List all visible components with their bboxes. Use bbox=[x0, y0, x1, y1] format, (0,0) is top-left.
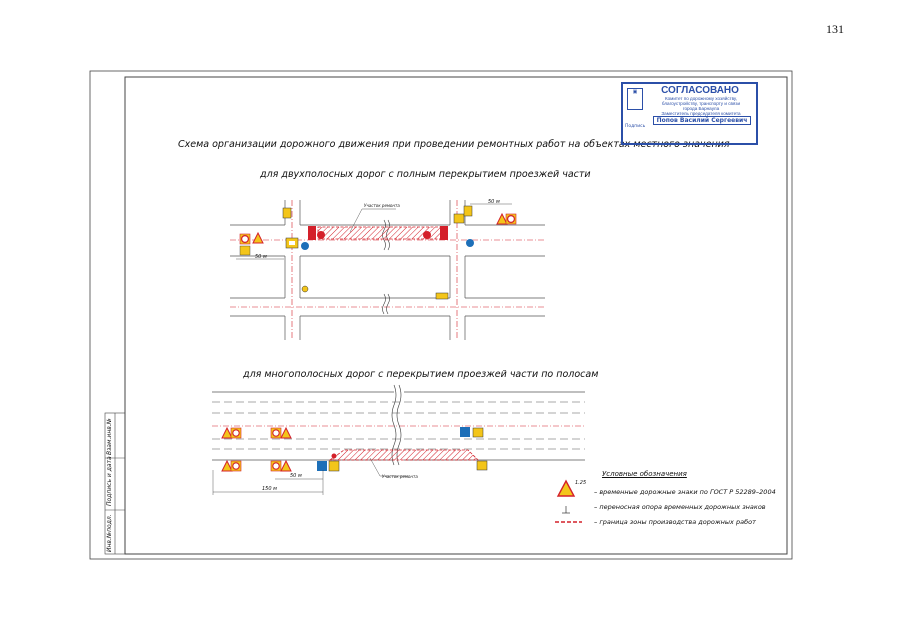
dimension-50-top-right: 50 м bbox=[488, 199, 500, 205]
work-zone-top bbox=[317, 226, 447, 240]
subtitle-two-lane: для двухполосных дорог с полным перекрыт… bbox=[260, 169, 591, 180]
side-vzam: Взам.инв.№ bbox=[106, 418, 113, 455]
work-area-label-top: Участок ремонта bbox=[364, 203, 400, 208]
legend-title: Условные обозначения bbox=[602, 470, 687, 478]
temporary-sign-group-top-left bbox=[239, 231, 264, 256]
sign-group-a bbox=[221, 426, 242, 439]
legend-item-zone-boundary: – граница зоны производства дорожных раб… bbox=[594, 518, 756, 526]
temporary-sign-group-top-right bbox=[496, 212, 517, 225]
stamp-heading: СОГЛАСОВАНО bbox=[661, 85, 739, 96]
work-zone-bottom bbox=[328, 449, 479, 461]
legend-sign-code: 1.25 bbox=[575, 480, 587, 486]
main-title: Схема организации дорожного движения при… bbox=[178, 139, 730, 150]
stamp-line-1: Комитет по дорожному хозяйству, bbox=[664, 96, 738, 101]
legend-symbols bbox=[555, 479, 582, 523]
dimension-150-bottom: 150 м bbox=[262, 486, 277, 492]
inner-frame bbox=[124, 76, 788, 555]
side-sign-date: Подпись и дата bbox=[106, 456, 113, 506]
temporary-sign-group-left-junction bbox=[282, 207, 309, 293]
sign-group-b bbox=[270, 426, 292, 439]
side-title-block bbox=[104, 412, 126, 555]
outer-frame bbox=[89, 70, 793, 560]
two-lane-road-diagram bbox=[230, 200, 545, 340]
stamp-signature-label: Подпись bbox=[625, 124, 646, 129]
stamp-name: Попов Василий Сергеевич bbox=[653, 116, 751, 125]
stamp-line-3: города Барнаула bbox=[682, 106, 720, 111]
side-inv-orig: Инв.№подл. bbox=[106, 514, 113, 552]
sign-group-f bbox=[317, 453, 340, 472]
sign-group-d bbox=[221, 459, 242, 472]
sign-group-e bbox=[270, 459, 292, 472]
emblem-icon: ▣ bbox=[627, 88, 643, 110]
sign-group-c bbox=[460, 427, 484, 438]
dimension-50-bottom: 50 м bbox=[290, 473, 302, 479]
legend-item-signs: – временные дорожные знаки по ГОСТ Р 522… bbox=[594, 488, 776, 496]
legend-item-support: – переносная опора временных дорожных зн… bbox=[594, 503, 766, 511]
page-number: 131 bbox=[826, 22, 844, 36]
stamp-line-4: Заместитель председателя комитета bbox=[661, 111, 741, 116]
stamp-line-2: благоустройству, транспорту и связи bbox=[661, 101, 741, 106]
subtitle-multi-lane: для многополосных дорог с перекрытием пр… bbox=[243, 369, 599, 380]
approval-stamp: ▣ СОГЛАСОВАНО Комитет по дорожному хозяй… bbox=[621, 82, 758, 145]
multi-lane-road-diagram bbox=[212, 384, 585, 495]
dimension-50-top-left: 50 м bbox=[255, 254, 267, 260]
temporary-sign-group-right-junction bbox=[317, 205, 474, 300]
work-area-label-bottom: Участок ремонта bbox=[382, 474, 418, 479]
